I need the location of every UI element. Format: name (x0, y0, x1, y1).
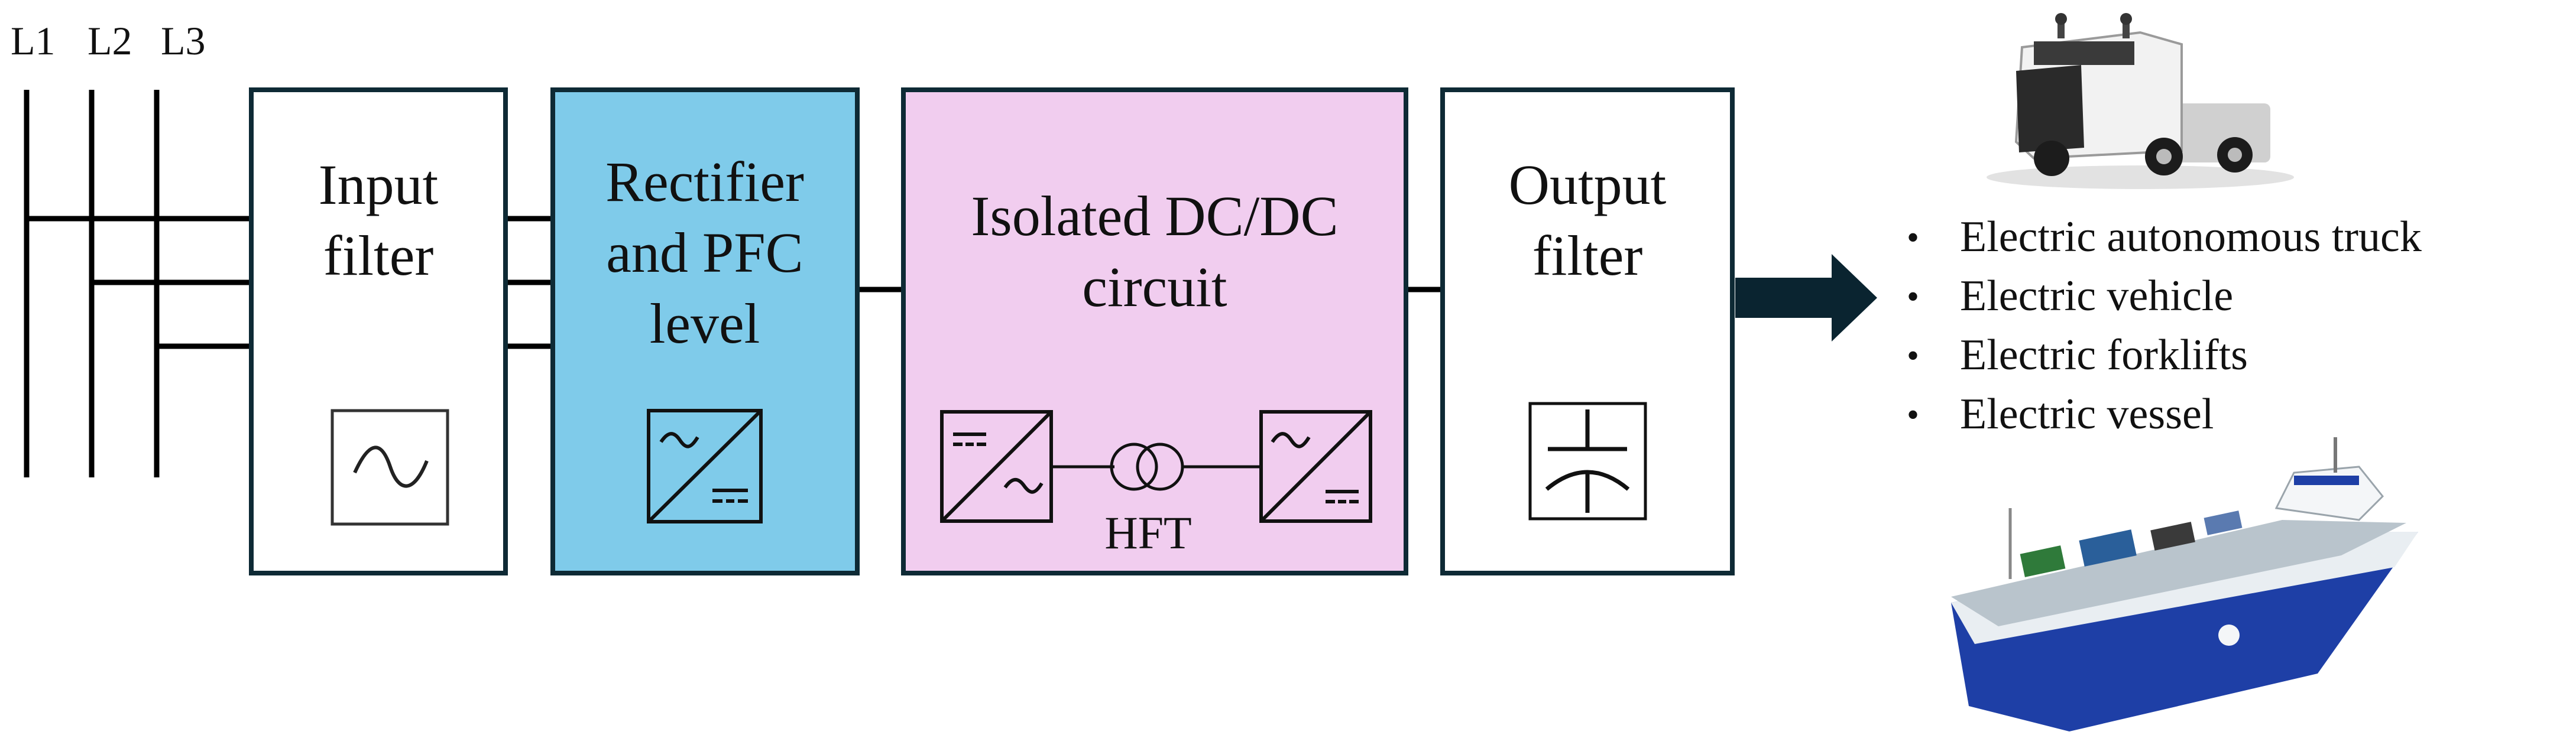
output-filter-block: Output filter (1440, 87, 1735, 575)
ac-filter-icon (330, 409, 449, 526)
ferry-image (1951, 437, 2418, 731)
transformer-label: HFT (1104, 507, 1191, 558)
capacitor-icon (1528, 402, 1647, 521)
phase-label-l3: L3 (161, 18, 206, 63)
rectifier-label-line1: Rectifier (605, 150, 804, 213)
input-filter-label-line2: filter (323, 224, 434, 287)
bullet-1: • (1907, 218, 1919, 257)
output-arrow (1735, 254, 1877, 342)
truck-image (1987, 13, 2294, 189)
application-item: Electric autonomous truck (1960, 213, 2422, 261)
input-filter-label-line1: Input (319, 153, 439, 216)
rectifier-label-line2: and PFC (606, 221, 803, 284)
input-filter-block: Input filter (249, 87, 508, 575)
phase-wires (24, 90, 1443, 477)
phase-label-l2: L2 (88, 18, 132, 63)
rectifier-pfc-block: Rectifier and PFC level (550, 87, 860, 575)
ac-dc-converter-icon (647, 409, 763, 523)
application-item: Electric forklifts (1960, 331, 2248, 379)
output-filter-label-line2: filter (1532, 224, 1643, 287)
bullet-4: • (1907, 395, 1919, 434)
application-item: Electric vehicle (1960, 272, 2233, 320)
phase-label-l1: L1 (11, 18, 56, 63)
dcdc-label-line1: Isolated DC/DC (971, 184, 1338, 248)
dc-ac-converter-icon (940, 410, 1053, 523)
dcdc-label-line2: circuit (1082, 255, 1227, 318)
rectifier-label-line3: level (650, 292, 760, 355)
bullet-2: • (1907, 277, 1919, 316)
applications-list: • Electric autonomous truck • Electric v… (1907, 213, 2422, 438)
transformer-icon (1051, 443, 1261, 491)
bullet-3: • (1907, 336, 1919, 375)
ac-dc-output-converter-icon (1259, 410, 1372, 523)
isolated-dcdc-block: Isolated DC/DC circuit HFT (901, 87, 1408, 575)
output-filter-label-line1: Output (1509, 153, 1667, 216)
application-item: Electric vessel (1960, 390, 2214, 438)
